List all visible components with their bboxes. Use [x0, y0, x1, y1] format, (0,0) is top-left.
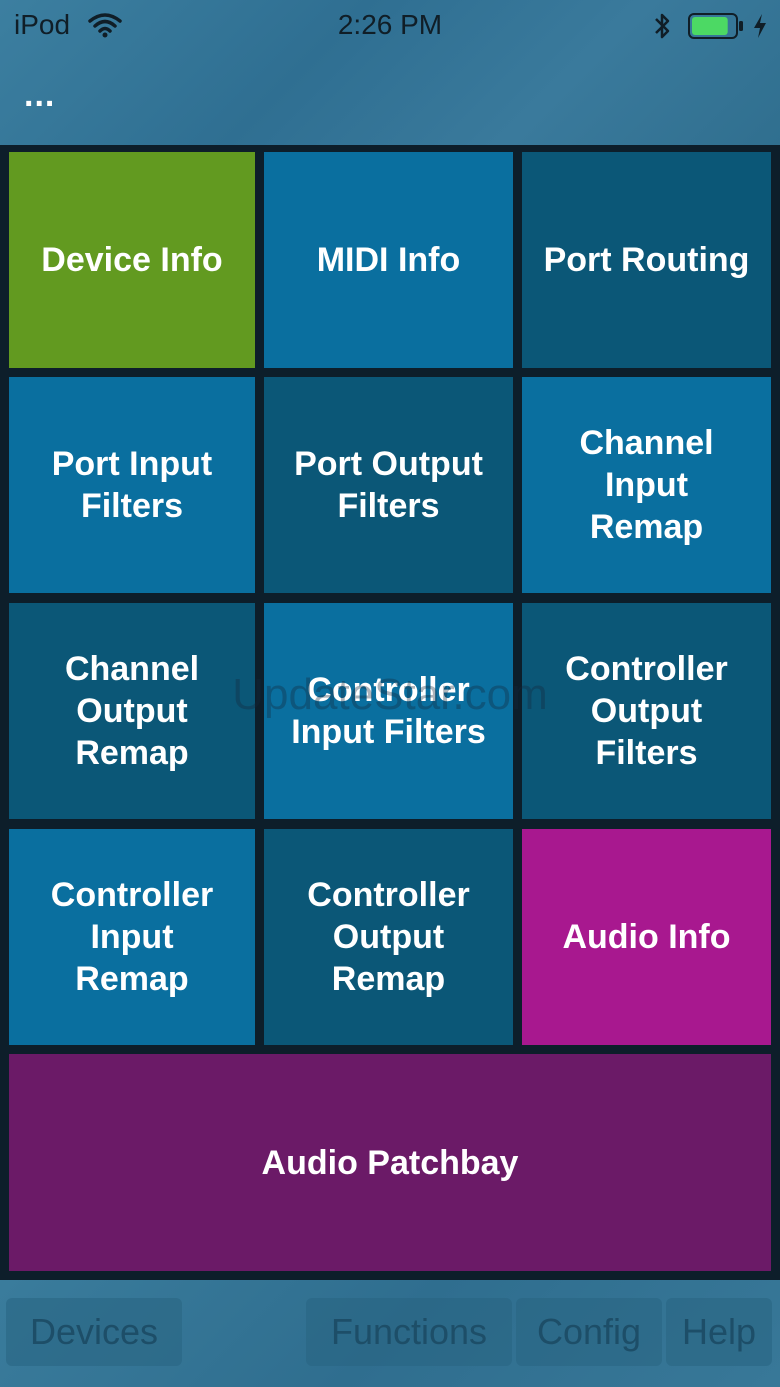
tab-devices[interactable]: Devices: [6, 1298, 182, 1366]
bluetooth-icon: [652, 11, 672, 48]
carrier-label: iPod: [14, 9, 71, 40]
controller-input-remap-tile[interactable]: Controller Input Remap: [9, 829, 255, 1045]
wifi-icon: [88, 12, 122, 45]
audio-info-tile[interactable]: Audio Info: [522, 829, 771, 1045]
channel-output-remap-tile[interactable]: Channel Output Remap: [9, 603, 255, 819]
status-time: 2:26 PM: [337, 9, 443, 40]
function-grid: Device Info MIDI Info Port Routing Port …: [0, 145, 780, 1280]
device-info-tile[interactable]: Device Info: [9, 152, 255, 368]
audio-patchbay-tile[interactable]: Audio Patchbay: [9, 1054, 771, 1271]
tab-help[interactable]: Help: [666, 1298, 772, 1366]
battery-icon: [688, 13, 743, 39]
channel-input-remap-tile[interactable]: Channel Input Remap: [522, 377, 771, 593]
tab-functions[interactable]: Functions: [306, 1298, 512, 1366]
midi-info-tile[interactable]: MIDI Info: [264, 152, 513, 368]
port-routing-tile[interactable]: Port Routing: [522, 152, 771, 368]
controller-output-filters-tile[interactable]: Controller Output Filters: [522, 603, 771, 819]
port-output-filters-tile[interactable]: Port Output Filters: [264, 377, 513, 593]
tab-config[interactable]: Config: [516, 1298, 662, 1366]
header: iPod 2:26 PM .: [0, 0, 780, 145]
controller-output-remap-tile[interactable]: Controller Output Remap: [264, 829, 513, 1045]
more-button[interactable]: ...: [24, 76, 56, 114]
status-bar: iPod 2:26 PM: [0, 0, 780, 54]
port-input-filters-tile[interactable]: Port Input Filters: [9, 377, 255, 593]
controller-input-filters-tile[interactable]: Controller Input Filters: [264, 603, 513, 819]
charging-bolt-icon: [752, 12, 768, 47]
tab-bar: Devices Functions Config Help: [0, 1280, 780, 1387]
